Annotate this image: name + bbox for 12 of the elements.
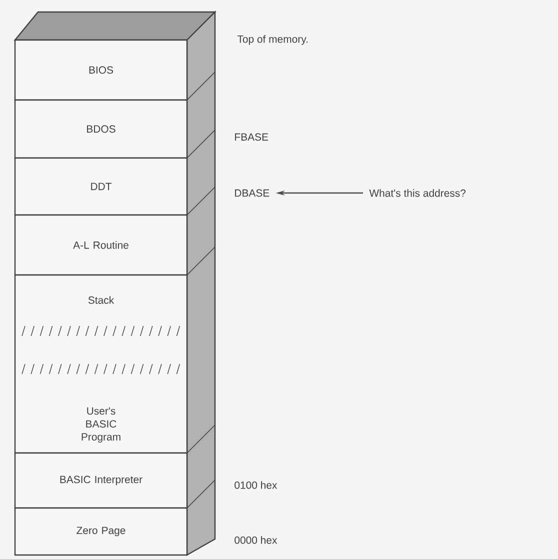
memory-segment: DDT: [14, 157, 188, 216]
memory-label: FBASE: [235, 133, 268, 141]
memory-segment: BDOS: [14, 99, 188, 159]
memory-label: 0000 hex: [234, 536, 278, 544]
address-label: DBASE: [235, 189, 270, 197]
memory-label: Top of memory.: [237, 35, 308, 45]
address-label: What's this address?: [369, 189, 466, 197]
memory-segment: Zero Page: [14, 507, 188, 556]
memory-label: 0100 hex: [234, 481, 278, 489]
memory-segment: A-L Routine: [14, 214, 188, 276]
memory-segment: BIOS: [14, 39, 188, 101]
memory-segment: BASIC Interpreter: [14, 452, 188, 509]
